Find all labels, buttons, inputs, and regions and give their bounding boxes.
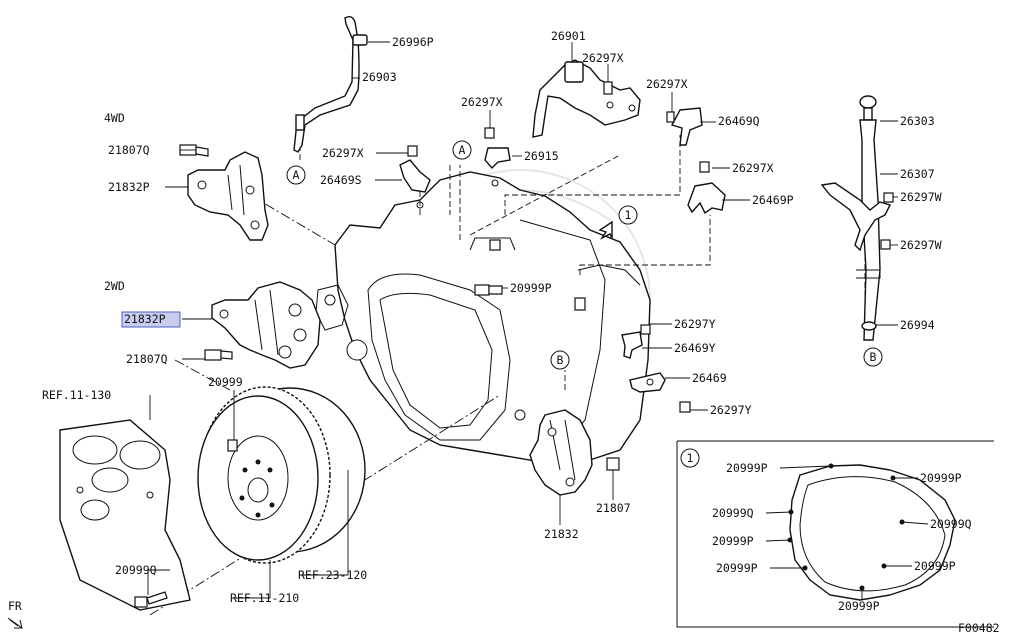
inset-label-left-2: 20999Q — [712, 506, 754, 520]
svg-text:1: 1 — [625, 208, 632, 222]
label-26903: 26903 — [362, 70, 397, 84]
part-26469Q-bracket — [666, 107, 703, 146]
part-26469-bracket — [629, 372, 691, 413]
label-26297X-b: 26297X — [646, 77, 688, 91]
marker-B-housing: B — [550, 350, 570, 370]
label-26303: 26303 — [900, 114, 935, 128]
svg-text:B: B — [870, 350, 877, 364]
marker-A-housing: A — [452, 140, 472, 160]
inset-label-left-3: 20999P — [712, 534, 754, 548]
inset-label-left-1: 20999P — [726, 461, 768, 475]
heading-4wd: 4WD — [104, 111, 125, 125]
label-26469Q: 26469Q — [718, 114, 760, 128]
heading-2wd: 2WD — [104, 279, 125, 293]
inset-label-right-1: 20999P — [920, 471, 962, 485]
leader-lines — [147, 41, 898, 599]
label-26297X-e: 26297X — [732, 161, 774, 175]
label-26469S: 26469S — [320, 173, 362, 187]
inset-label-bottom: 20999P — [838, 599, 880, 613]
label-20999Q-main: 20999Q — [115, 563, 157, 577]
marker-B-dipstick: B — [863, 347, 883, 367]
inset-label-left-4: 20999P — [716, 561, 758, 575]
marker-A-tube: A — [286, 165, 306, 185]
label-26297Y-b: 26297Y — [710, 403, 752, 417]
label-26307: 26307 — [900, 167, 935, 181]
label-26297X-c: 26297X — [461, 95, 503, 109]
label-26297W-b: 26297W — [900, 238, 942, 252]
label-21807: 21807 — [596, 501, 631, 515]
label-20999P-main: 20999P — [510, 281, 552, 295]
label-26469: 26469 — [692, 371, 727, 385]
svg-text:B: B — [557, 353, 564, 367]
svg-text:1: 1 — [687, 451, 694, 465]
label-26297X-d: 26297X — [322, 146, 364, 160]
label-26994: 26994 — [900, 318, 935, 332]
label-21832P-4wd: 21832P — [108, 180, 150, 194]
label-ref-23-120: REF.23-120 — [298, 568, 367, 582]
label-ref-11-130: REF.11-130 — [42, 388, 111, 402]
engine-block-ref-11-130 — [59, 419, 191, 611]
label-21832P-2wd-highlighted[interactable]: 21832P — [121, 311, 181, 328]
label-26297W-a: 26297W — [900, 190, 942, 204]
part-20999P-bolt — [474, 284, 503, 296]
svg-text:21832P: 21832P — [124, 312, 166, 326]
svg-text:FR: FR — [8, 599, 22, 613]
front-direction-indicator: FR — [7, 599, 23, 629]
group-headings: 4WD 2WD — [104, 111, 125, 293]
inset-label-right-3: 20999P — [914, 559, 956, 573]
marker-1-detail-callout: 1 — [598, 205, 638, 240]
part-21832-bracket — [529, 409, 620, 496]
part-26469Y-clip — [621, 324, 651, 359]
part-26469S-clip — [399, 145, 431, 193]
part-26307-dipstick-tube — [820, 95, 894, 341]
part-26903-tube — [293, 15, 368, 153]
transmission-housing — [315, 171, 651, 471]
label-26469Y: 26469Y — [674, 341, 716, 355]
part-21832P-2wd-mount — [204, 281, 321, 369]
part-26915-clip — [484, 127, 511, 170]
label-26297X-a: 26297X — [582, 51, 624, 65]
part-20999Q-bolt — [134, 591, 168, 608]
part-21832P-4wd-mount — [179, 144, 269, 241]
part-flywheel-ring-gear — [197, 386, 366, 564]
label-21807Q-2wd: 21807Q — [126, 352, 168, 366]
part-26469P-bracket — [687, 161, 726, 215]
label-26996P: 26996P — [392, 35, 434, 49]
label-26915: 26915 — [524, 149, 559, 163]
svg-text:A: A — [293, 168, 300, 182]
inset-label-right-2: 20999Q — [930, 517, 972, 531]
label-26901: 26901 — [551, 29, 586, 43]
label-26469P: 26469P — [752, 193, 794, 207]
part-26901-bracket — [532, 59, 641, 138]
label-code: F00482 — [958, 621, 1000, 635]
label-20999: 20999 — [208, 375, 243, 389]
label-21807Q-4wd: 21807Q — [108, 143, 150, 157]
label-21832: 21832 — [544, 527, 579, 541]
part-labels: 26996P 26903 26901 26297X 26297X 26469Q … — [42, 29, 1000, 635]
label-26297Y-a: 26297Y — [674, 317, 716, 331]
svg-text:A: A — [459, 143, 466, 157]
detail-inset-1: 1 20999P 20999Q 20999P 20999P 20999P 209… — [676, 440, 994, 628]
label-ref-11-210: REF.11-210 — [230, 591, 299, 605]
